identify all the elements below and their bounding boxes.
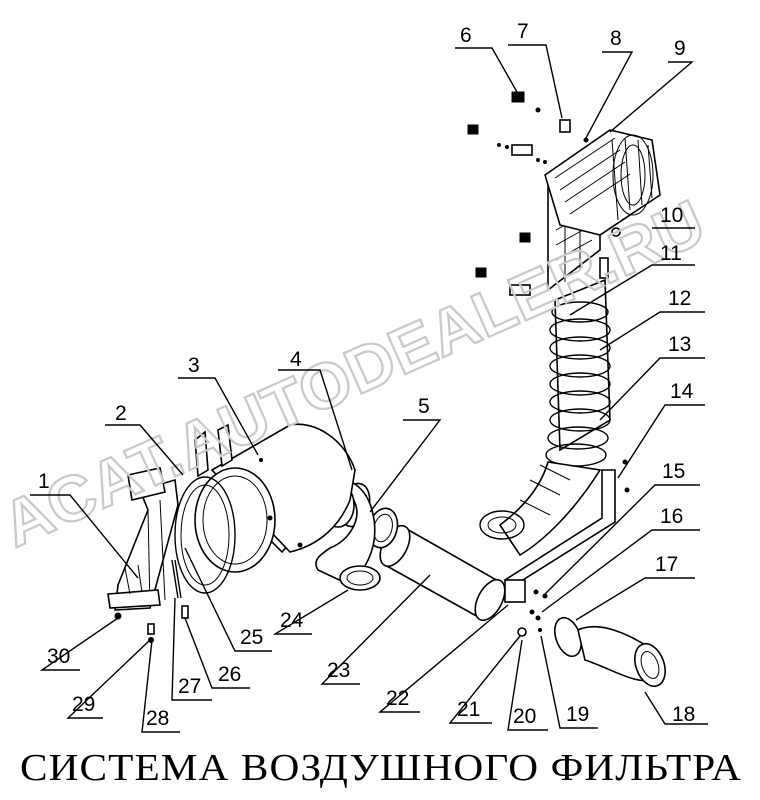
callout-27: 27 [178, 675, 201, 698]
intake-pipe [379, 524, 506, 622]
callout-30: 30 [47, 645, 70, 668]
callout-7: 7 [517, 20, 529, 43]
precleaner-head [544, 129, 661, 236]
callout-14: 14 [670, 380, 694, 403]
callout-labels: 1 2 3 4 5 6 7 8 9 10 11 12 13 14 15 16 1… [38, 20, 695, 730]
callout-5: 5 [418, 395, 430, 418]
callout-3: 3 [188, 354, 200, 377]
callout-24: 24 [280, 609, 304, 632]
callout-15: 15 [662, 460, 685, 483]
snorkel-fasteners [467, 91, 630, 493]
callout-4: 4 [290, 348, 302, 371]
snorkel-hose [545, 278, 611, 467]
callout-29: 29 [72, 693, 95, 716]
callout-17: 17 [655, 553, 678, 576]
callout-28: 28 [146, 707, 169, 730]
diagram-title: СИСТЕМА ВОЗДУШНОГО ФИЛЬТРА [20, 747, 742, 789]
callout-26: 26 [218, 663, 241, 686]
callout-22: 22 [386, 687, 409, 710]
mounting-bracket [107, 467, 179, 611]
callout-19: 19 [566, 703, 589, 726]
mounting-straps [174, 423, 236, 594]
callout-9: 9 [674, 37, 686, 60]
callout-21: 21 [457, 698, 480, 721]
callout-18: 18 [672, 703, 695, 726]
callout-6: 6 [460, 24, 472, 47]
snorkel-elbow [479, 461, 602, 557]
callout-10: 10 [660, 204, 683, 227]
callout-25: 25 [240, 626, 263, 649]
callout-16: 16 [660, 505, 683, 528]
callout-8: 8 [610, 27, 622, 50]
callout-12: 12 [668, 287, 691, 310]
lower-fasteners [517, 589, 548, 637]
callout-13: 13 [668, 333, 691, 356]
callout-11: 11 [660, 242, 682, 265]
callout-23: 23 [327, 659, 350, 682]
snorkel-bracket [503, 469, 616, 603]
air-filter-housing [194, 423, 357, 573]
callout-2: 2 [115, 402, 127, 425]
outlet-hose [554, 616, 666, 688]
callout-1: 1 [38, 470, 50, 493]
leader-lines [30, 44, 708, 733]
bracket-bolts [114, 559, 189, 643]
callout-20: 20 [513, 705, 536, 728]
